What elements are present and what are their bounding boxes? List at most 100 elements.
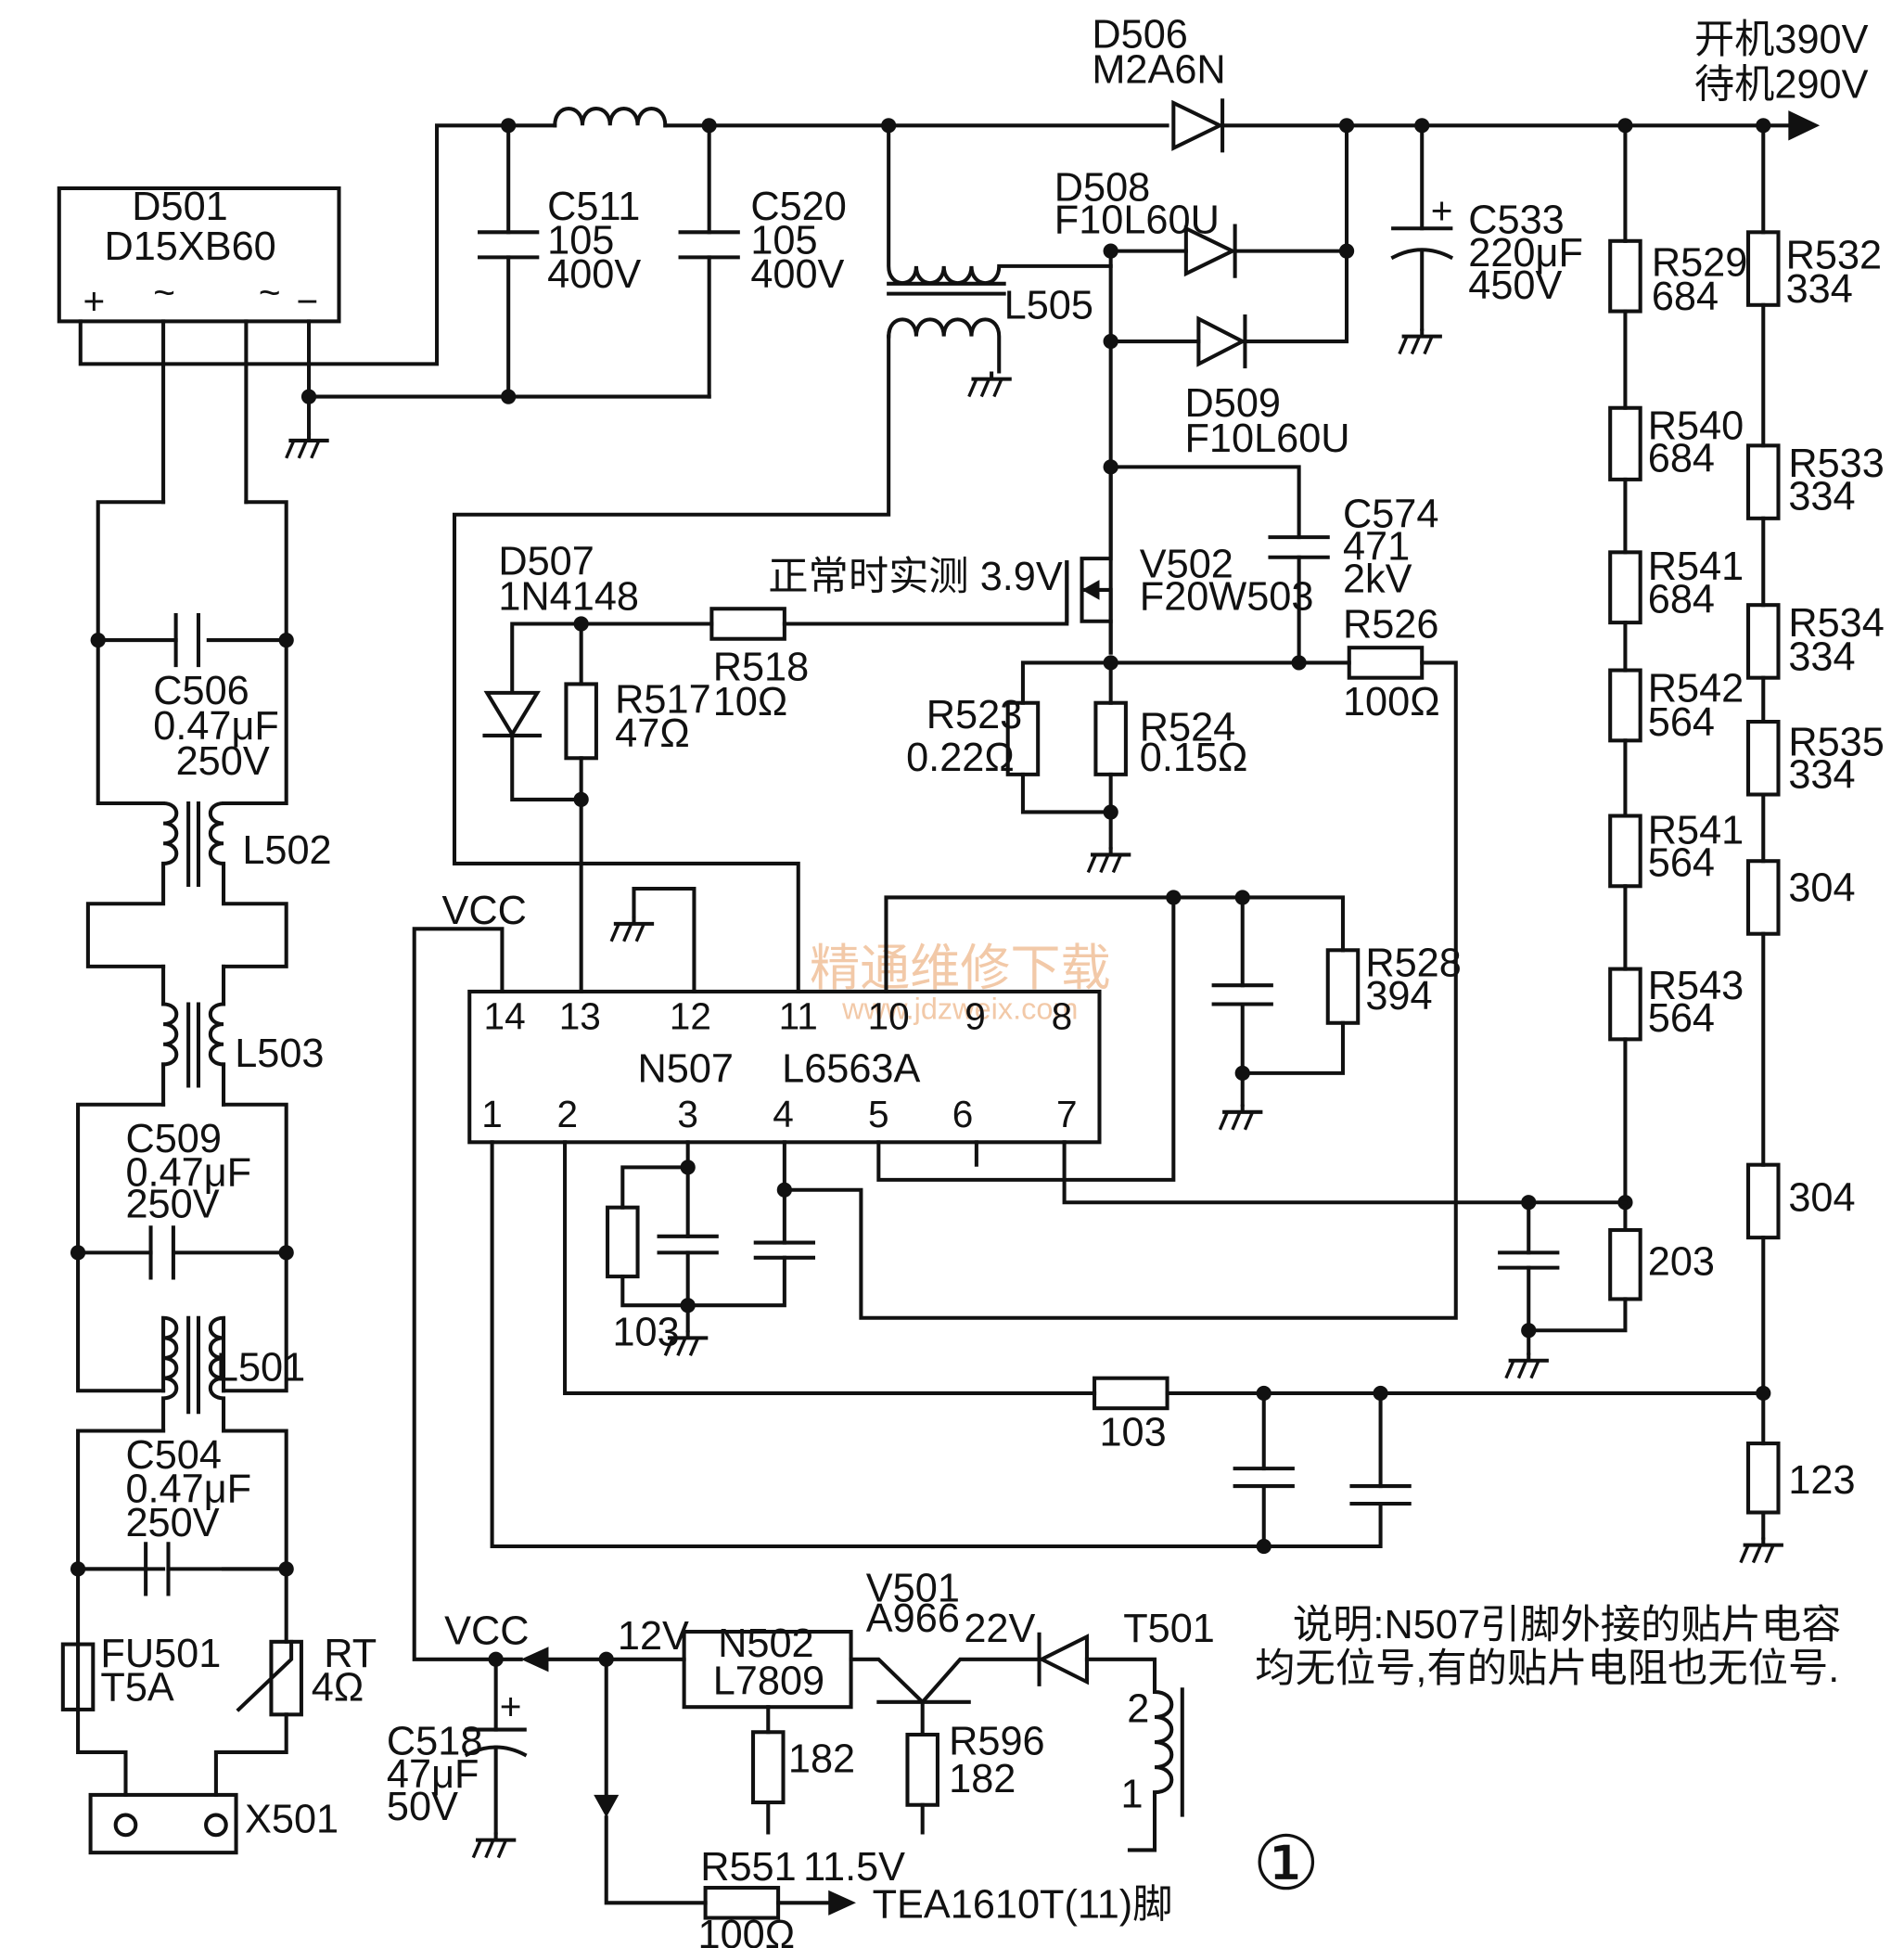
svg-text:471: 471 <box>1343 524 1410 569</box>
svg-text:L502: L502 <box>242 828 331 873</box>
x501-connector <box>88 1792 238 1855</box>
svg-text:N502: N502 <box>718 1621 813 1666</box>
n507-pin-10: 10 <box>868 995 910 1038</box>
svg-text:123: 123 <box>1788 1458 1855 1503</box>
svg-text:11.5V: 11.5V <box>803 1845 905 1890</box>
svg-text:C509: C509 <box>125 1117 221 1161</box>
svg-text:D15XB60: D15XB60 <box>104 224 275 269</box>
svg-text:M2A6N: M2A6N <box>1092 47 1225 92</box>
svg-text:C574: C574 <box>1343 492 1438 536</box>
svg-text:R542: R542 <box>1648 666 1744 711</box>
svg-text:R534: R534 <box>1788 601 1884 646</box>
svg-text:0.47μF: 0.47μF <box>125 1467 251 1512</box>
svg-text:F10L60U: F10L60U <box>1054 199 1220 243</box>
svg-text:~: ~ <box>153 271 175 314</box>
svg-text:564: 564 <box>1648 700 1715 745</box>
svg-text:100Ω: 100Ω <box>1343 680 1440 724</box>
svg-text:2: 2 <box>1127 1686 1149 1731</box>
svg-text:R528: R528 <box>1365 942 1461 986</box>
svg-text:C504: C504 <box>125 1433 221 1478</box>
svg-text:50V: 50V <box>387 1785 458 1829</box>
svg-text:47Ω: 47Ω <box>615 711 690 756</box>
n507-pin-2: 2 <box>556 1093 578 1135</box>
svg-text:~: ~ <box>259 271 281 314</box>
svg-text:−: − <box>297 279 319 322</box>
svg-text:L6563A: L6563A <box>782 1046 920 1091</box>
svg-text:564: 564 <box>1648 840 1715 885</box>
svg-text:105: 105 <box>750 218 817 263</box>
svg-text:684: 684 <box>1648 577 1715 622</box>
svg-text:F10L60U: F10L60U <box>1184 417 1349 461</box>
svg-text:均无位号,有的贴片电阻也无位号.: 均无位号,有的贴片电阻也无位号. <box>1255 1647 1839 1691</box>
n507-pin-1: 1 <box>481 1093 503 1135</box>
n507-pin-3: 3 <box>677 1093 698 1135</box>
input-filter: D501 D15XB60 + ~ ~ − C506 0.47μF 250V L5… <box>57 123 511 1855</box>
svg-text:R541: R541 <box>1648 545 1744 589</box>
n507-pin-4: 4 <box>773 1093 794 1135</box>
svg-text:182: 182 <box>949 1757 1016 1801</box>
svg-text:4Ω: 4Ω <box>312 1665 364 1710</box>
n507-pin-8: 8 <box>1052 995 1073 1038</box>
svg-text:105: 105 <box>547 218 614 263</box>
svg-text:220μF: 220μF <box>1468 231 1583 276</box>
svg-text:684: 684 <box>1648 437 1715 481</box>
svg-text:L501: L501 <box>216 1345 305 1390</box>
watermark: 精通维修下载 www.jdzweix.com <box>810 941 1111 1026</box>
svg-text:R533: R533 <box>1788 442 1884 486</box>
n507-pin-12: 12 <box>670 995 711 1038</box>
svg-text:450V: 450V <box>1468 263 1562 308</box>
svg-text:正常时实测 3.9V: 正常时实测 3.9V <box>768 555 1063 599</box>
pfc-stage: 开机390V 待机290V C511 105 400V C520 105 400… <box>307 12 1885 1562</box>
svg-text:精通维修下载: 精通维修下载 <box>810 941 1111 996</box>
n507-pin-6: 6 <box>952 1093 974 1135</box>
svg-text:说明:N507引脚外接的贴片电容: 说明:N507引脚外接的贴片电容 <box>1293 1603 1842 1647</box>
svg-text:R535: R535 <box>1788 721 1884 765</box>
svg-text:100Ω: 100Ω <box>697 1913 795 1948</box>
svg-text:L505: L505 <box>1004 284 1093 328</box>
svg-text:F20W503: F20W503 <box>1140 575 1314 620</box>
n507-pin-11: 11 <box>779 995 818 1038</box>
note: 说明:N507引脚外接的贴片电容 均无位号,有的贴片电阻也无位号. <box>1255 1603 1841 1691</box>
svg-text:250V: 250V <box>125 1501 219 1545</box>
svg-text:R541: R541 <box>1648 808 1744 852</box>
svg-text:C506: C506 <box>153 669 249 713</box>
svg-text:334: 334 <box>1786 267 1853 312</box>
svg-text:0.47μF: 0.47μF <box>153 704 279 749</box>
svg-text:V502: V502 <box>1140 542 1233 586</box>
svg-text:334: 334 <box>1788 474 1855 519</box>
d501-bridge <box>57 186 341 324</box>
svg-text:1N4148: 1N4148 <box>498 575 639 620</box>
svg-text:103: 103 <box>1099 1411 1166 1455</box>
svg-text:T5A: T5A <box>100 1665 174 1710</box>
svg-text:RT: RT <box>324 1632 377 1676</box>
svg-text:R540: R540 <box>1648 404 1744 449</box>
n507-pin-9: 9 <box>965 995 986 1038</box>
svg-text:待机290V: 待机290V <box>1694 63 1869 108</box>
svg-text:R523: R523 <box>926 693 1022 737</box>
svg-text:www.jdzweix.com: www.jdzweix.com <box>841 993 1078 1026</box>
svg-text:R596: R596 <box>949 1720 1044 1764</box>
svg-text:L503: L503 <box>235 1032 324 1076</box>
svg-text:C511: C511 <box>547 185 640 229</box>
svg-text:VCC: VCC <box>441 889 526 933</box>
svg-text:304: 304 <box>1788 866 1855 911</box>
svg-text:开机390V: 开机390V <box>1694 18 1869 62</box>
svg-text:R543: R543 <box>1648 964 1744 1008</box>
svg-text:0.15Ω: 0.15Ω <box>1140 736 1248 780</box>
svg-text:D506: D506 <box>1092 12 1187 57</box>
svg-text:203: 203 <box>1648 1240 1715 1285</box>
svg-text:400V: 400V <box>750 252 844 297</box>
svg-text:C533: C533 <box>1468 199 1564 243</box>
svg-text:+: + <box>500 1685 522 1728</box>
svg-text:C520: C520 <box>750 185 846 229</box>
svg-text:47μF: 47μF <box>387 1752 479 1797</box>
svg-text:250V: 250V <box>125 1182 219 1226</box>
svg-text:VCC: VCC <box>444 1609 529 1654</box>
svg-text:N507: N507 <box>638 1046 734 1091</box>
n507-pin-14: 14 <box>484 995 526 1038</box>
n507-pin-13: 13 <box>559 995 601 1038</box>
svg-text:X501: X501 <box>245 1798 339 1842</box>
svg-text:R518: R518 <box>713 645 809 689</box>
